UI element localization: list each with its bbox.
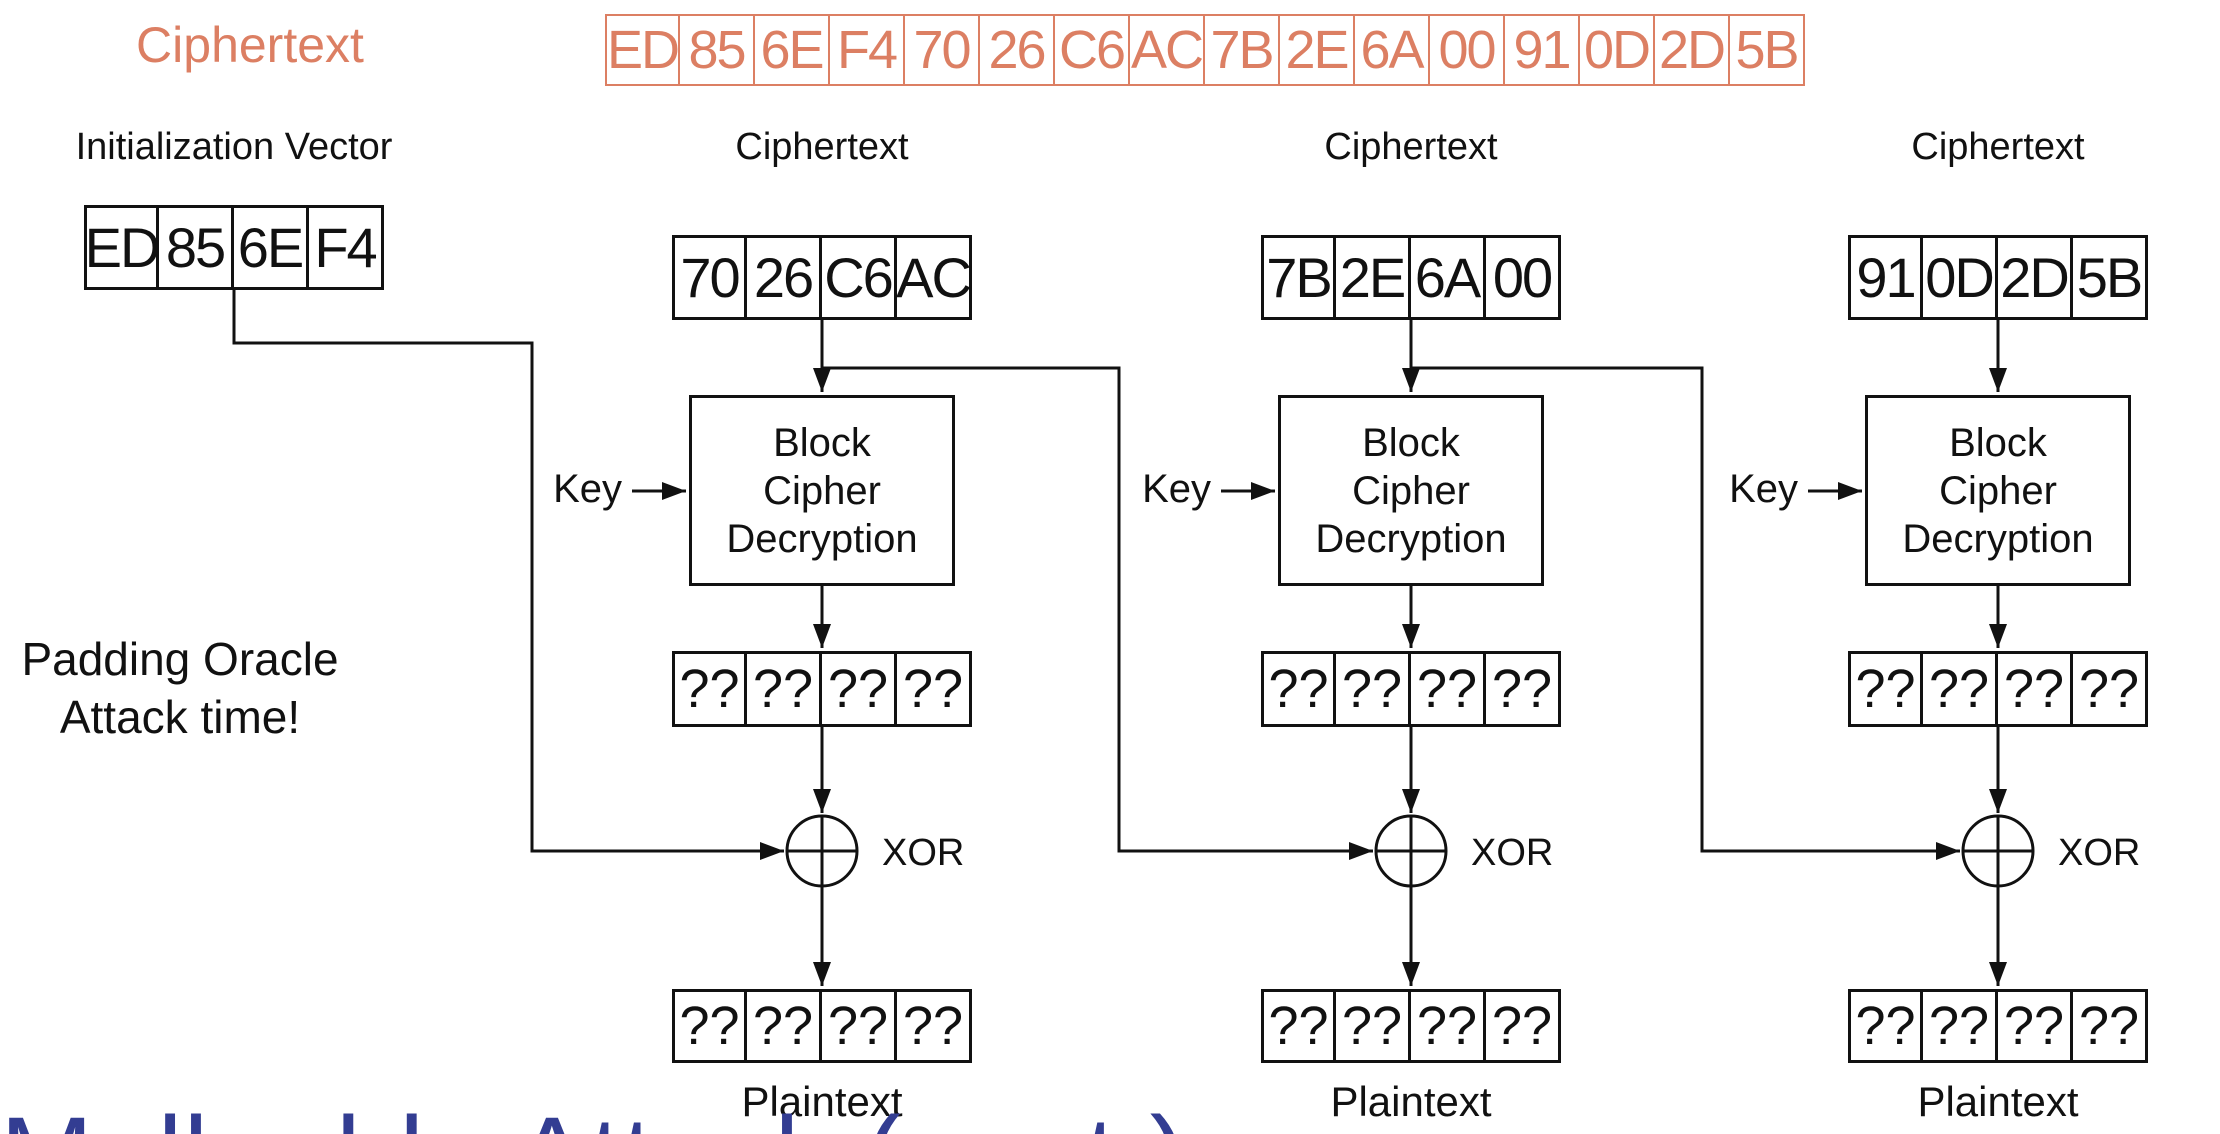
hex-byte-cell: 2E xyxy=(1336,235,1411,320)
hex-byte-cell: 2D xyxy=(1655,14,1730,86)
block-cipher-decryption-box-2: Block Cipher Decryption xyxy=(1278,395,1544,586)
unknown-byte-cell: ?? xyxy=(2073,651,2148,727)
hex-byte-cell: 6E xyxy=(755,14,830,86)
hex-byte-cell: 70 xyxy=(672,235,747,320)
hex-byte-cell: 6A xyxy=(1355,14,1430,86)
wire-iv-to-xor1 xyxy=(232,290,784,860)
padding-oracle-note: Padding Oracle Attack time! xyxy=(0,630,360,746)
hex-byte-cell: F4 xyxy=(830,14,905,86)
ciphertext-label-3: Ciphertext xyxy=(1911,126,2085,168)
block-cipher-decryption-box-1: Block Cipher Decryption xyxy=(689,395,955,586)
hex-byte-cell: 2E xyxy=(1280,14,1355,86)
key-label-1: Key xyxy=(553,467,622,511)
unknown-byte-cell: ?? xyxy=(822,651,897,727)
plaintext-byte-box-2: ???????? xyxy=(1261,989,1561,1063)
hex-byte-cell: C6 xyxy=(822,235,897,320)
block-cipher-decryption-box-3: Block Cipher Decryption xyxy=(1865,395,2131,586)
unknown-byte-cell: ?? xyxy=(1848,989,1923,1063)
hex-byte-cell: 0D xyxy=(1580,14,1655,86)
xor-label-3: XOR xyxy=(2058,832,2141,874)
hex-byte-cell: 91 xyxy=(1848,235,1923,320)
unknown-byte-cell: ?? xyxy=(1261,989,1336,1063)
unknown-byte-cell: ?? xyxy=(897,651,972,727)
unknown-byte-cell: ?? xyxy=(822,989,897,1063)
hex-byte-cell: 70 xyxy=(905,14,980,86)
xor-circle-1 xyxy=(785,814,859,888)
hex-byte-cell: 91 xyxy=(1505,14,1580,86)
intermediate-byte-box-2: ???????? xyxy=(1261,651,1561,727)
ciphertext-label-1: Ciphertext xyxy=(735,126,909,168)
hex-byte-cell: 5B xyxy=(2073,235,2148,320)
hex-byte-cell: 00 xyxy=(1430,14,1505,86)
unknown-byte-cell: ?? xyxy=(1336,989,1411,1063)
hex-byte-cell: ED xyxy=(605,14,680,86)
unknown-byte-cell: ?? xyxy=(1411,989,1486,1063)
unknown-byte-cell: ?? xyxy=(1486,651,1561,727)
unknown-byte-cell: ?? xyxy=(897,989,972,1063)
xor-label-1: XOR xyxy=(882,832,965,874)
hex-byte-cell: 6E xyxy=(234,205,309,290)
unknown-byte-cell: ?? xyxy=(1336,651,1411,727)
unknown-byte-cell: ?? xyxy=(747,989,822,1063)
unknown-byte-cell: ?? xyxy=(1998,989,2073,1063)
hex-byte-cell: 0D xyxy=(1923,235,1998,320)
hex-byte-cell: 85 xyxy=(159,205,234,290)
xor-circle-3 xyxy=(1961,814,2035,888)
hex-byte-cell: 7B xyxy=(1205,14,1280,86)
plaintext-label-3: Plaintext xyxy=(1917,1078,2079,1125)
hex-byte-cell: 26 xyxy=(747,235,822,320)
note-line-2: Attack time! xyxy=(59,691,301,743)
key-label-3: Key xyxy=(1729,467,1798,511)
hex-byte-cell: C6 xyxy=(1055,14,1130,86)
hex-byte-cell: 26 xyxy=(980,14,1055,86)
unknown-byte-cell: ?? xyxy=(1411,651,1486,727)
intermediate-byte-box-1: ???????? xyxy=(672,651,972,727)
unknown-byte-cell: ?? xyxy=(1848,651,1923,727)
unknown-byte-cell: ?? xyxy=(1261,651,1336,727)
key-label-2: Key xyxy=(1142,467,1211,511)
wire-c1-to-xor2 xyxy=(822,366,1373,860)
slide-title-clipped: Malleable Attack (cont.) xyxy=(0,1092,1188,1134)
iv-label: Initialization Vector xyxy=(75,126,393,168)
plaintext-byte-box-1: ???????? xyxy=(672,989,972,1063)
note-line-1: Padding Oracle xyxy=(21,633,339,685)
unknown-byte-cell: ?? xyxy=(1998,651,2073,727)
top-ciphertext-label: Ciphertext xyxy=(136,17,364,73)
plaintext-label-2: Plaintext xyxy=(1330,1078,1492,1125)
hex-byte-cell: AC xyxy=(1130,14,1205,86)
unknown-byte-cell: ?? xyxy=(672,651,747,727)
hex-byte-cell: 85 xyxy=(680,14,755,86)
hex-byte-cell: 6A xyxy=(1411,235,1486,320)
unknown-byte-cell: ?? xyxy=(1486,989,1561,1063)
unknown-byte-cell: ?? xyxy=(672,989,747,1063)
hex-byte-cell: ED xyxy=(84,205,160,290)
xor-circle-2 xyxy=(1374,814,1448,888)
unknown-byte-cell: ?? xyxy=(2073,989,2148,1063)
plaintext-byte-box-3: ???????? xyxy=(1848,989,2148,1063)
wire-c2-to-xor3 xyxy=(1411,366,1960,860)
plaintext-label-1: Plaintext xyxy=(741,1078,903,1125)
hex-byte-cell: 5B xyxy=(1730,14,1805,86)
unknown-byte-cell: ?? xyxy=(1923,651,1998,727)
intermediate-byte-box-3: ???????? xyxy=(1848,651,2148,727)
unknown-byte-cell: ?? xyxy=(747,651,822,727)
hex-byte-cell: 00 xyxy=(1486,235,1561,320)
hex-byte-cell: 2D xyxy=(1998,235,2073,320)
xor-label-2: XOR xyxy=(1471,832,1554,874)
hex-byte-cell: AC xyxy=(896,235,972,320)
unknown-byte-cell: ?? xyxy=(1923,989,1998,1063)
ciphertext-label-2: Ciphertext xyxy=(1324,126,1498,168)
hex-byte-cell: F4 xyxy=(309,205,384,290)
hex-byte-cell: 7B xyxy=(1261,235,1336,320)
